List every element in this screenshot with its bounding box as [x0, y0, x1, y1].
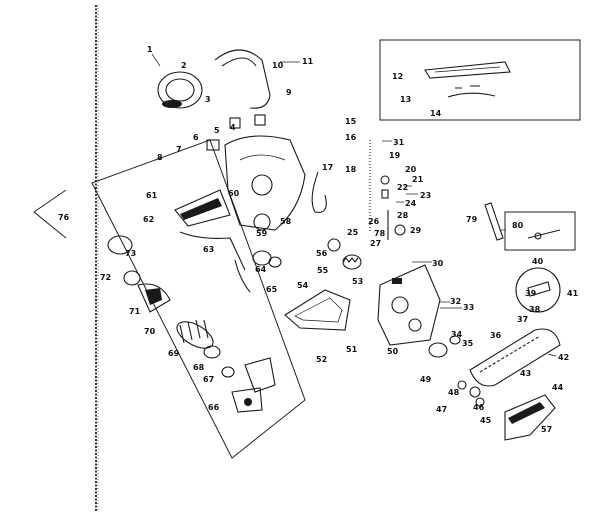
callout-24: 24 [405, 199, 417, 208]
callout-18: 18 [345, 165, 357, 174]
callout-44: 44 [552, 383, 564, 392]
callout-72: 72 [100, 273, 111, 282]
inset-label-14: 14 [430, 109, 442, 118]
callout-52: 52 [316, 355, 327, 364]
left-torn-edge [95, 5, 99, 512]
callout-49: 49 [420, 375, 432, 384]
callout-51: 51 [346, 345, 358, 354]
callout-16: 16 [345, 133, 357, 142]
callout-46: 46 [473, 403, 485, 412]
callout-20: 20 [405, 165, 417, 174]
callout-22: 22 [397, 183, 408, 192]
callout-78: 78 [374, 229, 386, 238]
callout-40: 40 [532, 257, 544, 266]
callout-25: 25 [347, 228, 359, 237]
callout-69: 69 [168, 349, 180, 358]
callout-1: 1 [147, 45, 153, 54]
chain-link-inset: 80 [504, 211, 576, 251]
callout-54: 54 [297, 281, 309, 290]
callout-37: 37 [517, 315, 528, 324]
callout-50: 50 [387, 347, 399, 356]
callout-56: 56 [316, 249, 328, 258]
callout-6: 6 [193, 133, 199, 142]
callout-38: 38 [529, 305, 541, 314]
callout-10: 10 [272, 61, 284, 70]
callout-5: 5 [214, 126, 220, 135]
callout-43: 43 [520, 369, 531, 378]
guide-bar-inset: 12 13 14 [379, 39, 581, 121]
callout-45: 45 [480, 416, 492, 425]
callout-42: 42 [558, 353, 569, 362]
callout-39: 39 [525, 289, 537, 298]
callout-71: 71 [129, 307, 141, 316]
callout-28: 28 [397, 211, 409, 220]
callout-41: 41 [567, 289, 579, 298]
callout-62: 62 [143, 215, 154, 224]
callout-47: 47 [436, 405, 447, 414]
callout-53: 53 [352, 277, 363, 286]
callout-58: 58 [280, 217, 292, 226]
parts-drawing [107, 49, 561, 441]
callout-55: 55 [317, 266, 329, 275]
callout-61: 61 [146, 191, 158, 200]
callout-labels: 1 2 3 4 5 6 7 8 9 10 11 15 16 17 18 19 2… [100, 45, 579, 434]
callout-63: 63 [203, 245, 214, 254]
callout-70: 70 [144, 327, 156, 336]
callout-57: 57 [541, 425, 552, 434]
callout-67: 67 [203, 375, 214, 384]
callout-64: 64 [255, 265, 267, 274]
callout-9: 9 [286, 88, 292, 97]
callout-30: 30 [432, 259, 444, 268]
motor-subassembly-frame [91, 139, 306, 459]
callout-60: 60 [228, 189, 240, 198]
callout-15: 15 [345, 117, 357, 126]
callout-33: 33 [463, 303, 474, 312]
callout-32: 32 [450, 297, 461, 306]
leader-lines [151, 53, 557, 357]
callout-23: 23 [420, 191, 431, 200]
callout-2: 2 [181, 61, 187, 70]
callout-4: 4 [230, 123, 236, 132]
callout-48: 48 [448, 388, 460, 397]
callout-3: 3 [205, 95, 211, 104]
callout-29: 29 [410, 226, 422, 235]
inset-label-13: 13 [400, 95, 411, 104]
callout-66: 66 [208, 403, 220, 412]
callout-59: 59 [256, 229, 268, 238]
callout-27: 27 [370, 239, 381, 248]
side-label-bracket: 76 [33, 189, 70, 239]
callout-26: 26 [368, 217, 380, 226]
inset-label-12: 12 [392, 72, 403, 81]
callout-7: 7 [176, 145, 182, 154]
callout-65: 65 [266, 285, 278, 294]
callout-68: 68 [193, 363, 205, 372]
callout-31: 31 [393, 138, 405, 147]
callout-34: 34 [451, 330, 463, 339]
callout-36: 36 [490, 331, 502, 340]
callout-73: 73 [125, 249, 136, 258]
side-label: 76 [58, 213, 70, 222]
callout-8: 8 [157, 153, 163, 162]
callout-35: 35 [462, 339, 474, 348]
callout-21: 21 [412, 175, 424, 184]
callout-11: 11 [302, 57, 314, 66]
callout-19: 19 [389, 151, 401, 160]
callout-17: 17 [322, 163, 333, 172]
callout-79: 79 [466, 215, 478, 224]
inset-label-80: 80 [512, 221, 524, 230]
